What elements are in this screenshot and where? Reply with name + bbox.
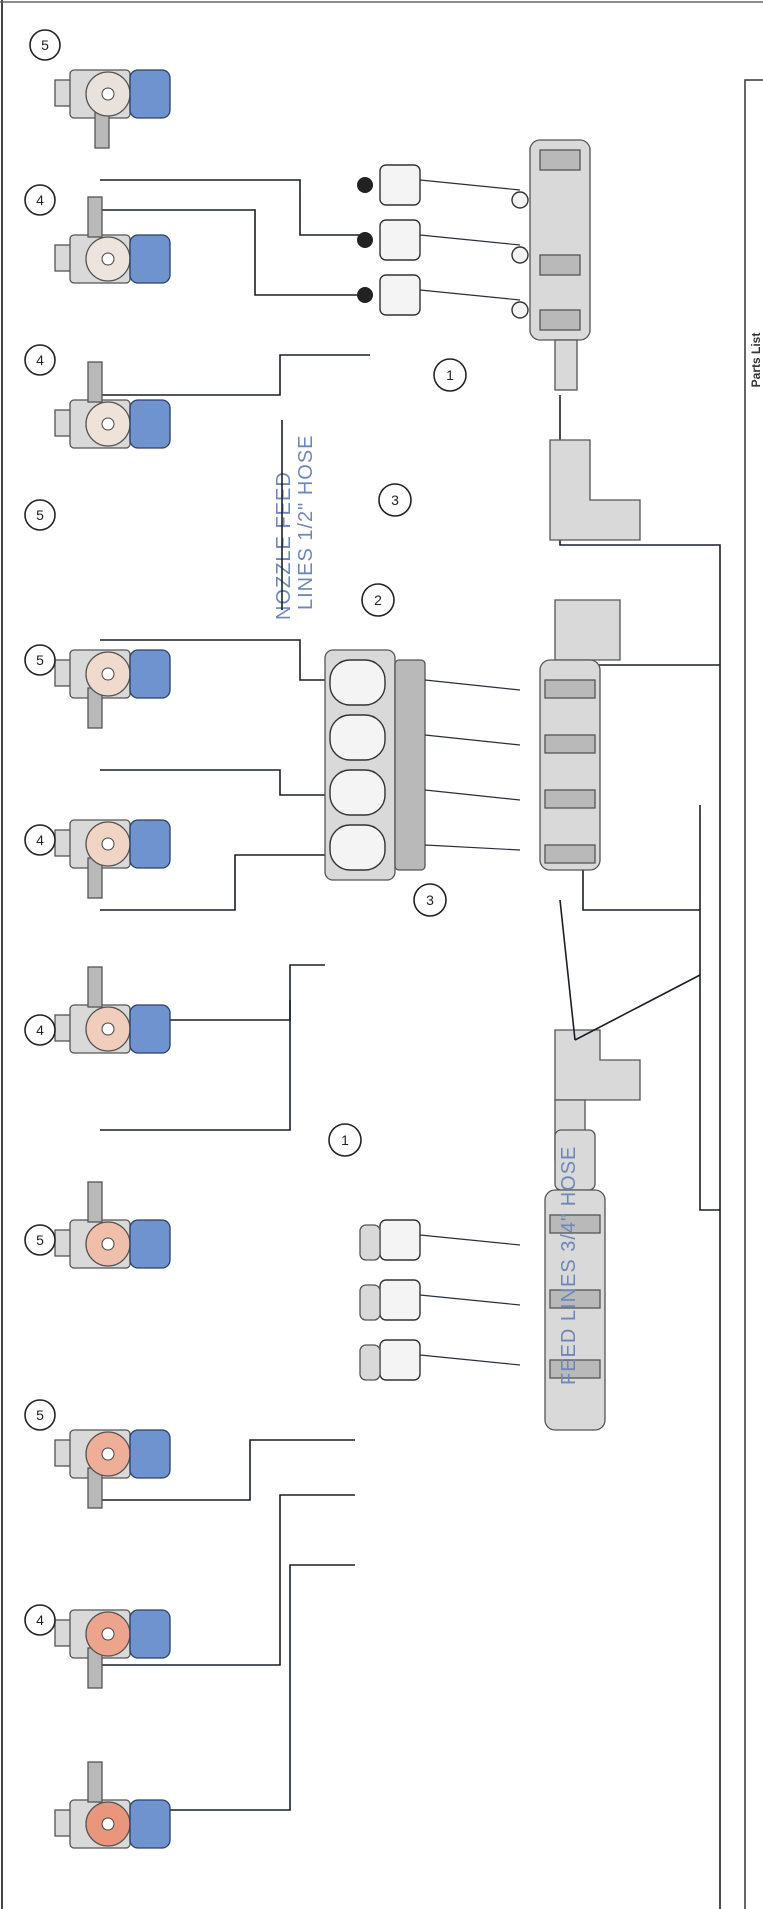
callout-4c: 4 [24,824,56,856]
svg-text:1: 1 [446,367,454,383]
feed-leader-2 [574,974,701,1041]
valve-1 [54,69,171,149]
svg-text:5: 5 [41,37,49,53]
valves-column [54,69,171,1849]
callout-4: 4 [24,184,56,216]
parts-list-box [744,79,763,1909]
callouts: 5 4 4 5 5 4 4 5 5 4 1 2 3 3 1 [24,29,467,1636]
svg-text:5: 5 [36,507,44,523]
svg-text:3: 3 [426,892,434,908]
feed-lines-label: FEED LINES 3/4" HOSE [558,1146,580,1385]
svg-text:4: 4 [36,832,44,848]
svg-text:5: 5 [36,652,44,668]
elbow-top [549,439,641,541]
callout-5c: 5 [24,644,56,676]
svg-text:2: 2 [374,592,382,608]
callout-1b: 1 [328,1123,362,1157]
svg-text:3: 3 [391,492,399,508]
callout-5b: 5 [24,499,56,531]
callout-1a: 1 [433,358,467,392]
valve-9 [54,1609,171,1689]
callout-2: 2 [361,583,395,617]
nozzle-feed-line1: NOZZLE FEED [273,471,295,620]
callout-5d: 5 [24,1224,56,1256]
hose-lines [100,179,721,1909]
svg-text:4: 4 [36,1612,44,1628]
callout-5: 5 [29,29,61,61]
callout-4e: 4 [24,1604,56,1636]
callout-3a: 3 [378,483,412,517]
valve-3 [54,361,171,449]
callout-3b: 3 [413,883,447,917]
valve-4 [54,649,171,729]
svg-text:4: 4 [36,192,44,208]
feed-leader-1 [559,899,576,1041]
valve-10 [54,1761,171,1849]
svg-text:5: 5 [36,1407,44,1423]
valve-7 [54,1181,171,1269]
svg-text:5: 5 [36,1232,44,1248]
valve-8 [54,1429,171,1509]
outlet-row [357,164,529,319]
svg-text:4: 4 [36,352,44,368]
svg-text:4: 4 [36,1022,44,1038]
valve-6 [54,966,171,1054]
manifold-bottom [359,1129,606,1431]
callout-4d: 4 [24,1014,56,1046]
nozzle-feed-line2: LINES 1/2" HOSE [295,435,317,611]
callout-4b: 4 [24,344,56,376]
callout-5e: 5 [24,1399,56,1431]
svg-text:1: 1 [341,1132,349,1148]
valve-5 [54,819,171,899]
parts-list-title: Parts List [749,333,763,388]
manifold-middle [324,599,621,881]
valve-2 [54,196,171,284]
labels: NOZZLE FEED LINES 1/2" HOSE FEED LINES 3… [273,420,701,1385]
manifold-top [357,139,591,391]
